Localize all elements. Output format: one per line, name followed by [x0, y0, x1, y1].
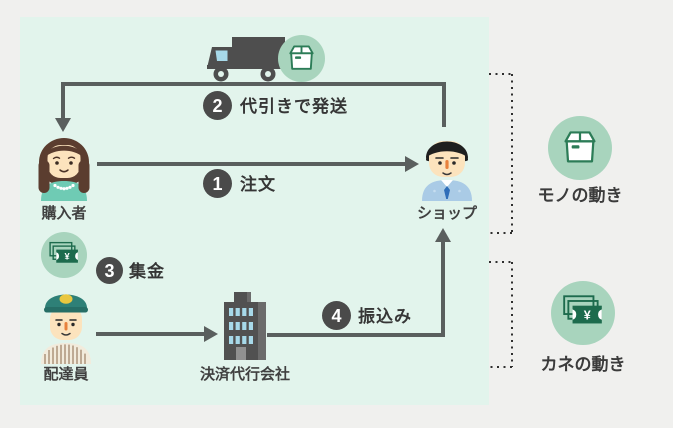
- actor-label-buyer: 購入者: [41, 205, 87, 222]
- package-icon: [278, 35, 325, 82]
- step-label-1: 注文: [240, 175, 276, 194]
- step-number: 4: [331, 305, 342, 326]
- money-bracket: [489, 261, 513, 368]
- building-icon: [224, 292, 266, 360]
- actor-label-courier: 配達員: [43, 366, 89, 383]
- svg-text:¥: ¥: [584, 308, 591, 322]
- courier-figure: [41, 294, 91, 364]
- step-number: 3: [104, 260, 115, 281]
- legend-package-icon: [548, 116, 612, 180]
- legend-money-icon: ¥: [551, 281, 615, 345]
- step-label-2: 代引きで発送: [240, 97, 348, 116]
- legend-label-goods: モノの動き: [537, 186, 623, 205]
- legend-label-money: カネの動き: [540, 355, 626, 374]
- step-number: 2: [212, 95, 223, 116]
- money-icon: ¥: [41, 232, 87, 278]
- shop-figure: [422, 141, 472, 201]
- step-label-4: 振込み: [358, 307, 412, 326]
- buyer-figure: [38, 138, 90, 201]
- step-badge-1: 1: [203, 169, 232, 198]
- step-badge-3: 3: [96, 257, 123, 284]
- step-badge-2: 2: [203, 91, 232, 120]
- goods-bracket: [489, 73, 513, 234]
- step-badge-4: 4: [322, 301, 351, 330]
- truck-icon: [207, 37, 285, 82]
- actor-label-shop: ショップ: [416, 205, 477, 222]
- step-number: 1: [212, 173, 223, 194]
- step-label-3: 集金: [129, 262, 165, 281]
- svg-text:¥: ¥: [65, 252, 71, 262]
- actor-label-payment-agency: 決済代行会社: [199, 366, 290, 383]
